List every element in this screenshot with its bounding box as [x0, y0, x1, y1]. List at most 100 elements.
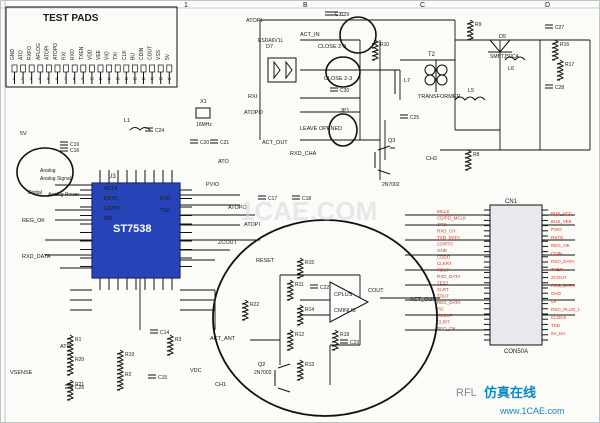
pad-number: 1 [13, 77, 15, 81]
q2-part: 2N7002 [254, 370, 272, 376]
cn-left-label: TEST [437, 281, 449, 286]
label-digital: Digital [28, 190, 42, 196]
label-c17: C17 [268, 196, 277, 202]
test-pad: COUT 17 [148, 46, 155, 84]
transformer-label: TRANSFORMER [418, 94, 461, 100]
resistor-r13 [296, 359, 305, 381]
label-c26: C26 [75, 385, 84, 391]
resistor-r16 [551, 39, 560, 61]
cn-right-label: BUS_VEE [551, 219, 572, 224]
pin-rxd: RXD [160, 196, 171, 202]
pad-square [71, 64, 78, 73]
net-atopo-2: ATOPO [228, 205, 247, 211]
pad-label: ATOPI [44, 45, 50, 60]
cn-left-label: REG_OK [437, 326, 456, 331]
pad-number: 16 [142, 77, 146, 81]
cn-left-label: GND [437, 248, 448, 253]
highlight-jumper-top [339, 16, 377, 54]
tvs-d5-symbol [488, 39, 512, 53]
pad-label: TXI [113, 52, 119, 60]
label-leave-opened: LEAVE OPENED [300, 126, 342, 132]
esd-label: ESDA6V1L [258, 38, 284, 44]
pad-number: 19 [167, 77, 171, 81]
ic-signal-wires [45, 184, 260, 269]
cn-right-label: TXEN [551, 267, 563, 272]
net-act-out-2: ACT_OUT [410, 297, 436, 303]
pad-number: 18 [159, 77, 163, 81]
pad-square [140, 64, 147, 73]
cn-left-label: CLR/T [437, 320, 450, 325]
pad-label: GND [10, 49, 16, 61]
inductor-l5 [454, 96, 486, 101]
pad-label: COUT [148, 46, 154, 60]
pad-number: 15 [133, 77, 137, 81]
pad-square [46, 64, 52, 73]
net-atopi: ATOPI [246, 18, 262, 24]
opamp-comparator [329, 281, 370, 323]
net-ch2: CH2 [426, 156, 437, 162]
cn-left-label: TXD_DATA [437, 235, 460, 240]
l5-label: L5 [468, 88, 474, 94]
test-pads-box [5, 6, 178, 88]
net-atopi-2: ATOPI [244, 222, 260, 228]
smbj-label: SMBTJ50CA [490, 54, 520, 60]
cn-right-label: REG_OK [551, 243, 570, 248]
inductor-l6 [504, 56, 526, 61]
pin-cdpd: CD/PD [104, 206, 120, 212]
label-analog: Analog [40, 168, 56, 174]
ic-pins [80, 170, 192, 290]
resistor-r21 [66, 379, 75, 401]
esd-diode-symbol [273, 60, 293, 80]
q3-label: Q3 [388, 138, 395, 144]
resistor-r18 [331, 329, 340, 351]
label-c28: C28 [555, 85, 564, 91]
label-r21: R21 [75, 382, 84, 388]
opamp-cminus: CMINUS [334, 308, 356, 314]
q3-part: 2N7002 [382, 182, 400, 188]
cn-left-label: CDRTO [437, 242, 453, 247]
transformer-t2 [424, 60, 448, 92]
pad-label: ATOPO [53, 43, 59, 60]
l1-label: L1 [124, 118, 130, 124]
col-label-c: C [420, 2, 425, 9]
label-c31: C31 [335, 12, 344, 18]
pin-mclk: MCLK [104, 186, 119, 192]
label-c16: C16 [70, 148, 79, 154]
connector-part: CON50A [504, 349, 528, 355]
pad-square [20, 64, 26, 73]
net-rxd-data: RXD_DATA [22, 254, 51, 260]
pad-label: VEE [96, 49, 102, 60]
pad-square [28, 64, 35, 73]
cn-left-label: ZCOUT [437, 313, 453, 318]
label-r20: R20 [75, 357, 84, 363]
label-c18: C18 [302, 196, 311, 202]
resistor-r22 [241, 299, 250, 321]
pad-label: AFLOG [36, 43, 42, 60]
label-c24: C24 [155, 128, 164, 134]
label-r9: R9 [475, 22, 482, 28]
label-c15: C15 [158, 375, 167, 381]
watermark-cn: 仿真在线 [484, 385, 536, 400]
pad-number: 9 [81, 77, 83, 81]
label-c19: C19 [70, 142, 79, 148]
net-zcout: ZCOUT [218, 240, 238, 246]
label-c20: C20 [200, 140, 209, 146]
test-pads-title: TEST PADS [43, 13, 99, 24]
pad-number: 17 [150, 77, 154, 81]
cn-right-label: 5V_DA [551, 331, 565, 336]
pin-rdyc: RDYC [104, 196, 119, 202]
resistor-r20 [66, 354, 75, 376]
cn-right-label: RSTO [551, 235, 564, 240]
ic-ref: U3 [108, 174, 116, 180]
label-c27: C27 [555, 25, 564, 31]
cn-right-label: CHO [551, 291, 561, 296]
label-r13: R13 [305, 362, 314, 368]
net-act-ant: ACT_ANT [210, 336, 236, 342]
